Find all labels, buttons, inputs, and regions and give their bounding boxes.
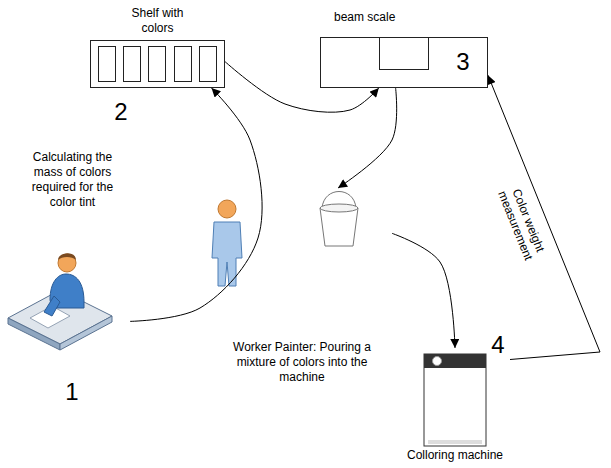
painter-body (212, 222, 242, 286)
machine-base (428, 440, 482, 444)
flow-arrow (488, 75, 600, 359)
node-caption: Worker Painter: Pouring a mixture of col… (220, 340, 385, 385)
node-heading: beam scale (334, 10, 395, 25)
node-caption: Colloring machine (407, 448, 503, 463)
flow-arrow (338, 88, 397, 188)
painter-node: Worker Painter: Pouring a mixture of col… (212, 188, 392, 385)
painter-head (218, 200, 236, 218)
shelf-box (90, 40, 225, 88)
desk-side (60, 316, 112, 350)
machine-body (424, 354, 486, 446)
shelf-compartment (148, 46, 166, 82)
callout-number: 3 (456, 49, 469, 75)
callout-number: 1 (65, 379, 78, 405)
shelf-compartment (123, 46, 141, 82)
bucket-icon (320, 192, 358, 247)
machine-panel (424, 354, 486, 368)
bucket-body (320, 208, 358, 246)
flow-arrow (392, 233, 455, 348)
worker-arm (44, 296, 60, 316)
callout-number: 2 (114, 99, 127, 125)
machine-knob (433, 357, 442, 366)
shelf-compartment (174, 46, 192, 82)
worker-head (58, 254, 76, 272)
flow-arrow (130, 88, 262, 321)
node-heading: Shelf with colors (123, 6, 193, 36)
shelf-compartment (199, 46, 217, 82)
worker-hair (58, 253, 76, 260)
painter-icon (212, 200, 242, 286)
node-caption: Calculating the mass of colors required … (23, 150, 123, 210)
coloring-machine-icon (424, 354, 486, 446)
task-node: Calculating the mass of colors required … (15, 150, 130, 347)
bucket-rim (320, 204, 358, 212)
edge-label: Color weight measurement (491, 176, 552, 270)
shelf-node: Shelf with colors (90, 6, 225, 88)
shelf-compartment (98, 46, 116, 82)
office-worker-icon (8, 253, 112, 350)
callout-number: 4 (491, 332, 504, 358)
machine-node: Colloring machine (400, 348, 510, 463)
scale-pan (379, 37, 429, 70)
